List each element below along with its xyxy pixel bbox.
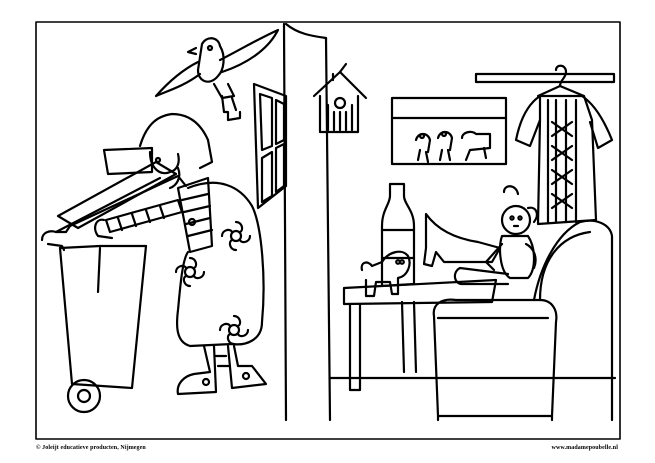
clothes-hanger-icon	[538, 66, 584, 96]
page-frame	[36, 22, 620, 439]
room-walls	[284, 24, 615, 420]
woman-figure	[95, 114, 266, 394]
coat-rail	[476, 74, 614, 82]
teddy-bear-icon	[455, 186, 537, 284]
flower-icon	[176, 219, 250, 344]
website-link[interactable]: www.madamepoubelle.nl	[551, 445, 618, 451]
trash-bin-icon	[42, 148, 186, 412]
bird-icon	[156, 30, 278, 120]
copyright-credit: © Joleijt educatieve producten, Nijmegen	[36, 445, 146, 451]
shoe-icon	[424, 214, 500, 266]
bottle-icon	[382, 184, 414, 286]
toy-animal-icon	[362, 252, 410, 296]
painting-icon	[392, 98, 506, 164]
table-icon	[344, 280, 496, 390]
armchair-icon	[434, 221, 612, 420]
window-icon	[254, 84, 286, 208]
birdhouse-icon	[314, 64, 366, 132]
dress	[516, 96, 612, 224]
